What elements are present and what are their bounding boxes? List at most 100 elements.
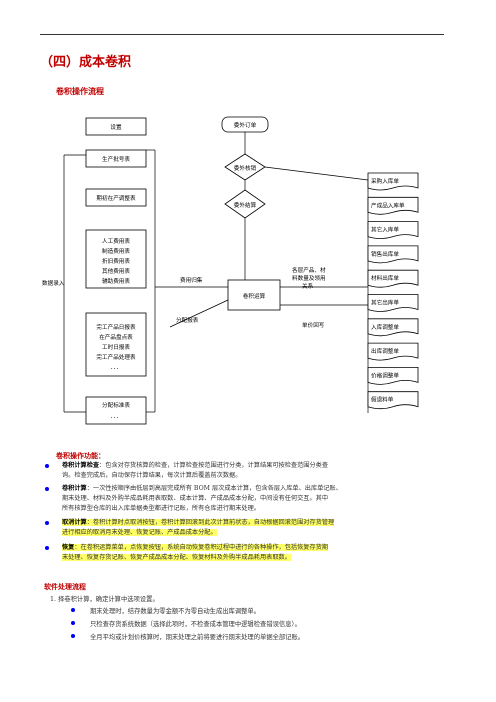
doc-box-label: 销售出库单 (371, 250, 399, 258)
functions-title: 卷积操作功能： (56, 451, 105, 460)
doc-box-label: 价格调整单 (371, 371, 399, 379)
function-line-2: 期末处理、材料及外购半成品耗用表取数、成本计算、产成品成本分配，中间没有任何交互… (62, 495, 329, 502)
diamond-outsource-settle-label: 委外结算 (234, 201, 257, 209)
box-cost-rollup-label: 卷积运算 (243, 292, 266, 300)
doc-box-shape (367, 196, 419, 215)
doc-box-label: 材料出库单 (371, 274, 399, 282)
function-line-1: ：一次性按顺序由低层到高层完成所有 BOM 层次成本计算，包含各层入库单、出库单… (86, 485, 342, 492)
label-data-entry: 数据录入 (42, 279, 65, 287)
doc-box-label: 其它出库单 (371, 299, 399, 307)
completion-line-2: 在产品盘点表 (99, 333, 133, 341)
function-item-restore: 恢复：在卷积运算菜单，点恢复按钮，系统自动恢复卷积过程中进行的各种操作，包括恢复… (45, 543, 470, 563)
box-completion-tables: 完工产品日报表 在产品盘点表 工时日报表 完工产品处理表 ．．． (85, 312, 147, 377)
completion-line-3: 工时日报表 (102, 343, 130, 351)
software-bullet-text: 期末处理时，结存数量为零金额不为零自动生成出库调整单。 (90, 608, 261, 615)
software-bullet-text: 全月平均或计划价核算时，期末处理之前将要进行期末处理的单据全部记账。 (90, 634, 305, 641)
section-heading: （四）成本卷积 (40, 55, 132, 70)
doc-box-shape (367, 318, 419, 337)
expense-line-4: 其他费用表 (102, 267, 130, 275)
software-bullet-2: 只检查存货系统数据（选择此项时，不检查成本管理中逻辑检查错误信息）。 (71, 619, 301, 628)
doc-box-shape (367, 391, 419, 410)
materials-note-line-1: 各层产品、材 (292, 266, 326, 274)
bullet-icon (45, 487, 49, 491)
expense-line-1: 人工费用表 (102, 237, 130, 245)
bullet-icon (45, 521, 49, 525)
doc-box-9: 价格调整单 (367, 367, 419, 385)
expense-line-2: 制造费用表 (102, 247, 130, 255)
box-opening-wip: 期初在产调整表 (85, 188, 147, 207)
alloc-standard-line-1: 分配标准表 (102, 401, 130, 409)
doc-box-5: 材料出库单 (367, 269, 419, 288)
function-item-rollup: 卷积计算：一次性按顺序由低层到高层完成所有 BOM 层次成本计算，包含各层入库单… (45, 484, 470, 514)
completion-line-4: 完工产品处理表 (96, 353, 136, 361)
label-alloc-report: 分配报表 (176, 316, 199, 324)
flow-subheading: 卷积操作流程 (56, 86, 104, 96)
function-line-2: 末处理、恢复存货记账、恢复产成品成本分配、恢复材料及外购半成品耗用表取数。 (62, 554, 291, 561)
software-bullet-1: 期末处理时，结存数量为零金额不为零自动生成出库调整单。 (71, 606, 261, 615)
function-item-check: 卷积计算检查：包含对存货核算的检查，计算检查按范围进行分类，计算结果可按检查范围… (45, 461, 470, 481)
right-document-list: 采购入库单产成品入库单其它入库单销售出库单材料出库单其它出库单入库调整单出库调整… (367, 172, 419, 410)
function-line-1: ：在卷积运算菜单，点恢复按钮，系统自动恢复卷积过程中进行的各种操作，包括恢复存货… (74, 544, 329, 551)
box-expense-tables: 人工费用表 制造费用表 折旧费用表 其他费用表 辅助费用表 (85, 229, 147, 289)
doc-box-7: 入库调整单 (367, 318, 419, 337)
doc-box-shape (367, 245, 419, 264)
bullet-icon (71, 634, 75, 638)
cost-rollup-flow-diagram: 设置 生产批号表 期初在产调整表 人工费用表 制造费用表 折旧费用表 其他费用表… (42, 116, 419, 425)
function-key: 卷积计算检查 (62, 462, 100, 469)
label-fee-collect: 费用归集 (180, 276, 203, 284)
function-key: 恢复 (62, 544, 75, 551)
box-outsource-order: 委外订单 (221, 116, 269, 133)
doc-box-4: 销售出库单 (367, 245, 419, 264)
software-bullet-text: 只检查存货系统数据（选择此项时，不检查成本管理中逻辑检查错误信息）。 (90, 621, 301, 628)
doc-box-3: 其它入库单 (367, 221, 419, 239)
box-outsource-order-label: 委外订单 (234, 121, 257, 129)
function-key: 取消计算 (62, 519, 87, 526)
doc-box-shape (367, 367, 419, 385)
label-price-writeback: 单价回写 (302, 321, 325, 329)
doc-box-label: 采购入库单 (371, 177, 399, 185)
doc-box-10: 假退料单 (367, 391, 419, 410)
box-production-batch: 生产批号表 (85, 149, 147, 168)
bullet-icon (45, 464, 49, 468)
doc-box-label: 入库调整单 (371, 323, 399, 331)
box-allocation-standard: 分配标准表 ．．． (85, 396, 147, 425)
header-rule (40, 34, 444, 35)
completion-line-5: ．．． (110, 365, 121, 371)
doc-box-shape (367, 172, 419, 191)
diamond-outsource-settle: 委外结算 (224, 189, 266, 219)
box-setup: 设置 (85, 117, 147, 136)
materials-note-line-3: 关系 (302, 282, 314, 290)
bullet-icon (45, 546, 49, 550)
box-setup-label: 设置 (110, 123, 122, 131)
bullet-icon (71, 621, 75, 625)
doc-box-shape (367, 269, 419, 288)
software-bullet-3: 全月平均或计划价核算时，期末处理之前将要进行期末处理的单据全部记账。 (71, 632, 305, 641)
box-production-batch-label: 生产批号表 (102, 155, 130, 163)
diamond-outsource-check: 委外核销 (224, 153, 266, 181)
expense-line-5: 辅助费用表 (102, 277, 130, 285)
doc-box-label: 假退料单 (371, 396, 394, 404)
function-line-1: ：卷积计算时点取消按钮，卷积计算回滚到此次计算前状态，自动根据回滚范围对存货管理 (86, 519, 335, 526)
function-key: 卷积计算 (62, 485, 87, 492)
function-item-cancel: 取消计算：卷积计算时点取消按钮，卷积计算回滚到此次计算前状态，自动根据回滚范围对… (45, 518, 470, 538)
diamond-outsource-check-label: 委外核销 (234, 164, 257, 172)
doc-box-shape (367, 221, 419, 239)
doc-box-1: 采购入库单 (367, 172, 419, 191)
doc-box-8: 出库调整单 (367, 342, 419, 361)
doc-box-label: 产成品入库单 (371, 201, 405, 209)
materials-note-line-2: 料数量及领用 (292, 274, 326, 282)
alloc-standard-line-2: ．．． (110, 414, 121, 420)
function-line-2: 询。检查完成后，自动保存计算结果，每次计算后覆盖前次数据。 (62, 472, 242, 479)
function-line-2: 进行相应的取消月末处理、恢复记账、产成品成本分配。 (62, 529, 217, 536)
function-line-3: 所有核算型仓库的出入库单据类型都进行记账，所有仓库进行期末处理。 (62, 505, 260, 512)
doc-box-shape (367, 342, 419, 361)
doc-box-2: 产成品入库单 (367, 196, 419, 215)
function-line-1: ：包含对存货核算的检查，计算检查按范围进行分类，计算结果可按检查范围分类查 (99, 462, 329, 469)
doc-box-label: 出库调整单 (371, 347, 399, 355)
completion-line-1: 完工产品日报表 (96, 323, 136, 331)
box-opening-wip-label: 期初在产调整表 (96, 194, 136, 202)
doc-box-label: 其它入库单 (371, 226, 399, 234)
bullet-icon (71, 608, 75, 612)
doc-box-6: 其它出库单 (367, 294, 419, 312)
doc-box-shape (367, 294, 419, 312)
